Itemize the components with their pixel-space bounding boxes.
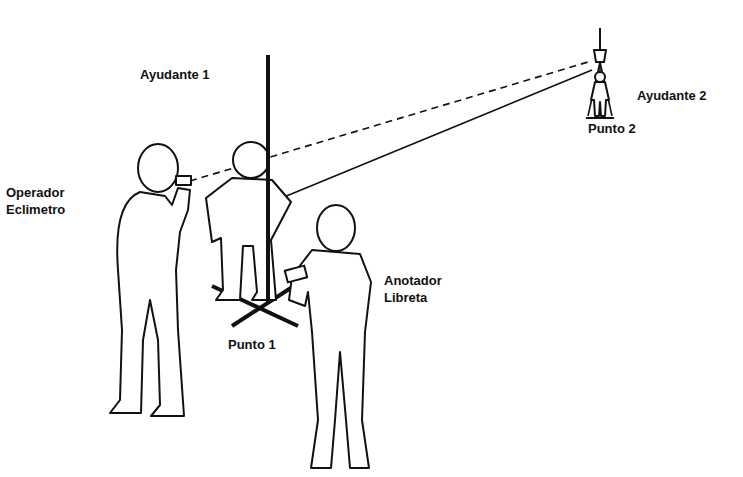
- clinometer: [176, 176, 191, 185]
- sight-line: [284, 70, 592, 197]
- helper-head: [233, 142, 269, 178]
- target: [594, 50, 606, 62]
- figure-label: Ayudante 2: [637, 87, 737, 104]
- helper-figure: [206, 178, 291, 300]
- operator-figure: [110, 188, 190, 416]
- figure-label: Anotador Libreta: [384, 272, 464, 306]
- recorder-head: [317, 205, 355, 251]
- survey-pole: [266, 55, 270, 302]
- ground-mark: [586, 117, 614, 119]
- field-book: [285, 266, 307, 283]
- figure-label: Operador Eclimetro: [6, 184, 88, 218]
- sight-line: [190, 62, 588, 181]
- figure-label: Punto 2: [588, 120, 668, 137]
- figure-label: Punto 1: [228, 336, 308, 353]
- helper-figure: [591, 82, 609, 116]
- figure-label: Ayudante 1: [140, 66, 240, 83]
- helper-head: [595, 72, 605, 82]
- operator-head: [138, 144, 178, 192]
- recorder-figure: [289, 250, 371, 468]
- pole-tip: [599, 28, 601, 50]
